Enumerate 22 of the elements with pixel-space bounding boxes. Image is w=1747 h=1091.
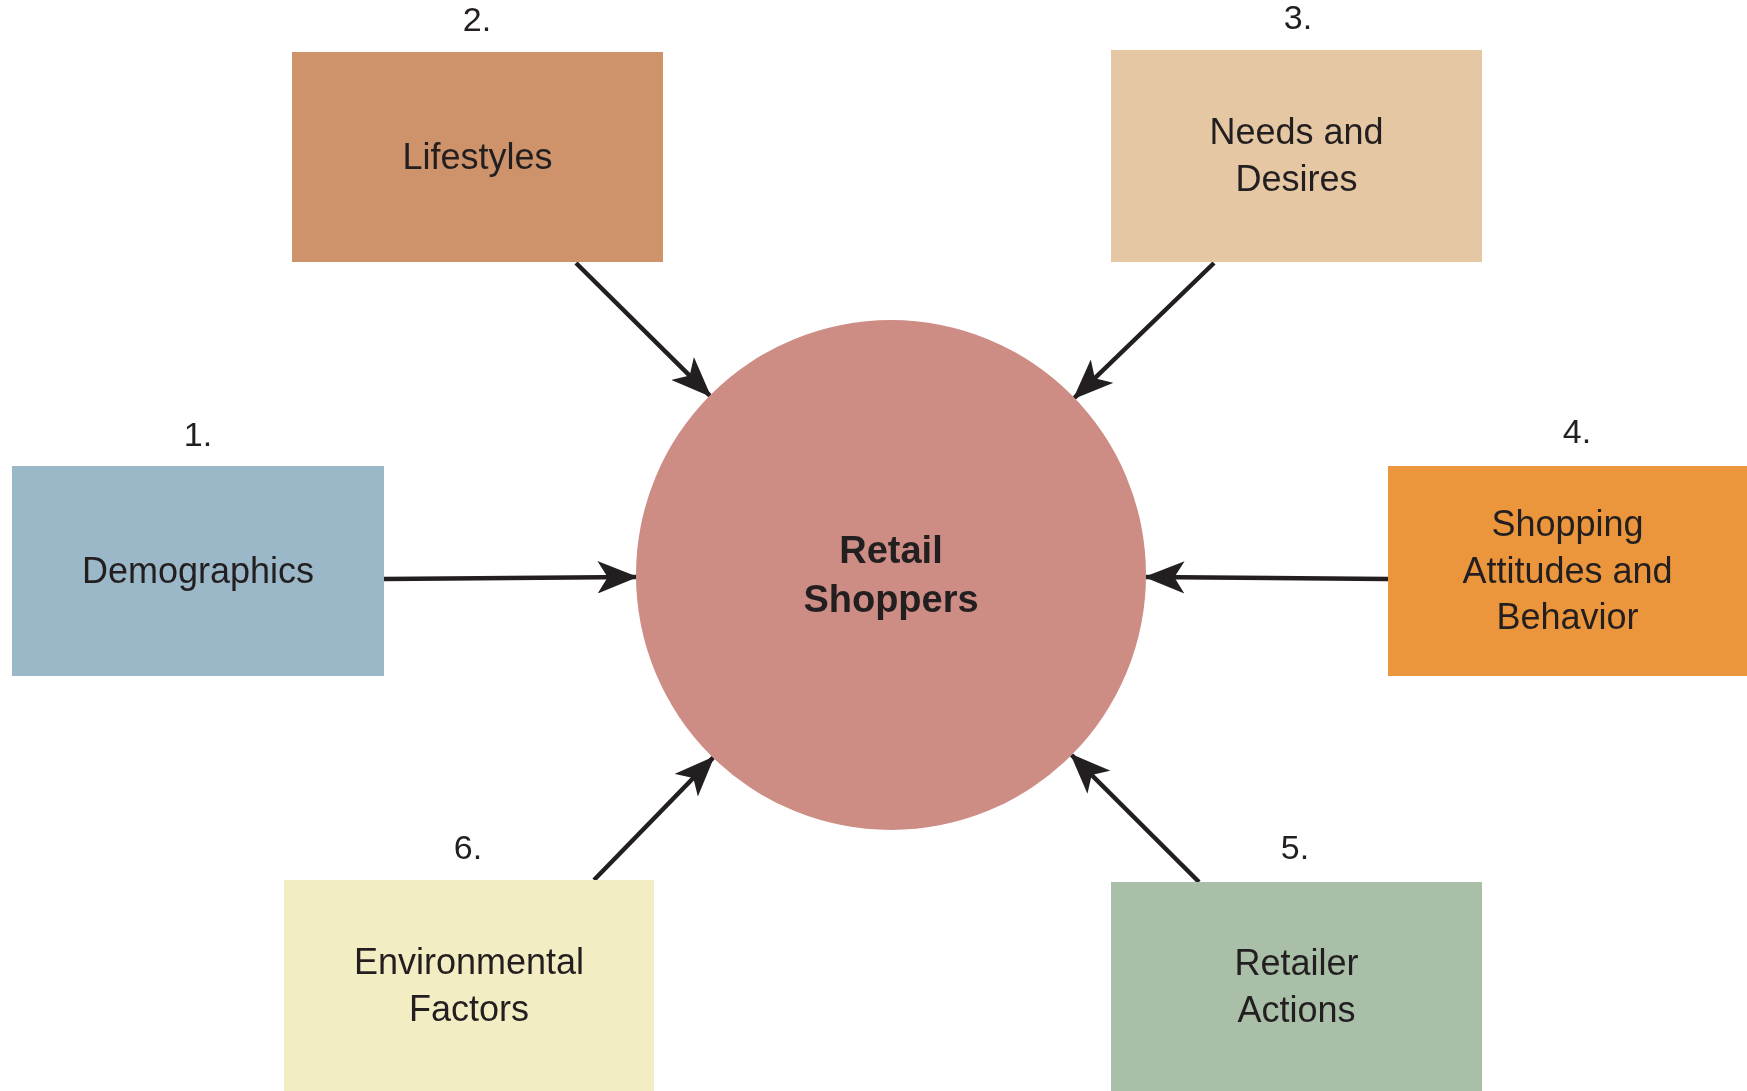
- step-number: 3.: [1283, 0, 1313, 37]
- factor-box: [284, 880, 654, 1091]
- arrow: [574, 261, 712, 398]
- factor-box: [292, 52, 663, 262]
- step-number: 2.: [462, 0, 492, 39]
- step-number: 6.: [453, 828, 483, 867]
- node-label: Retailer Actions: [1233, 940, 1360, 1032]
- factor-box: [1111, 50, 1482, 262]
- factor-box: [12, 466, 384, 676]
- node-label: Environmental Factors: [352, 939, 586, 1031]
- step-number: 1.: [183, 415, 213, 454]
- arrow: [592, 756, 715, 882]
- arrow: [1072, 261, 1216, 400]
- factor-box: [1388, 466, 1747, 676]
- step-number: 5.: [1280, 828, 1310, 867]
- factor-box: [1111, 882, 1482, 1091]
- node-label: Shopping Attitudes and Behavior: [1461, 501, 1674, 640]
- node-label: Lifestyles: [401, 134, 554, 179]
- node-label: Retail Shoppers: [802, 527, 980, 622]
- step-number: 4.: [1562, 412, 1592, 451]
- node-label: Needs and Desires: [1208, 110, 1385, 201]
- node-label: Demographics: [80, 548, 316, 593]
